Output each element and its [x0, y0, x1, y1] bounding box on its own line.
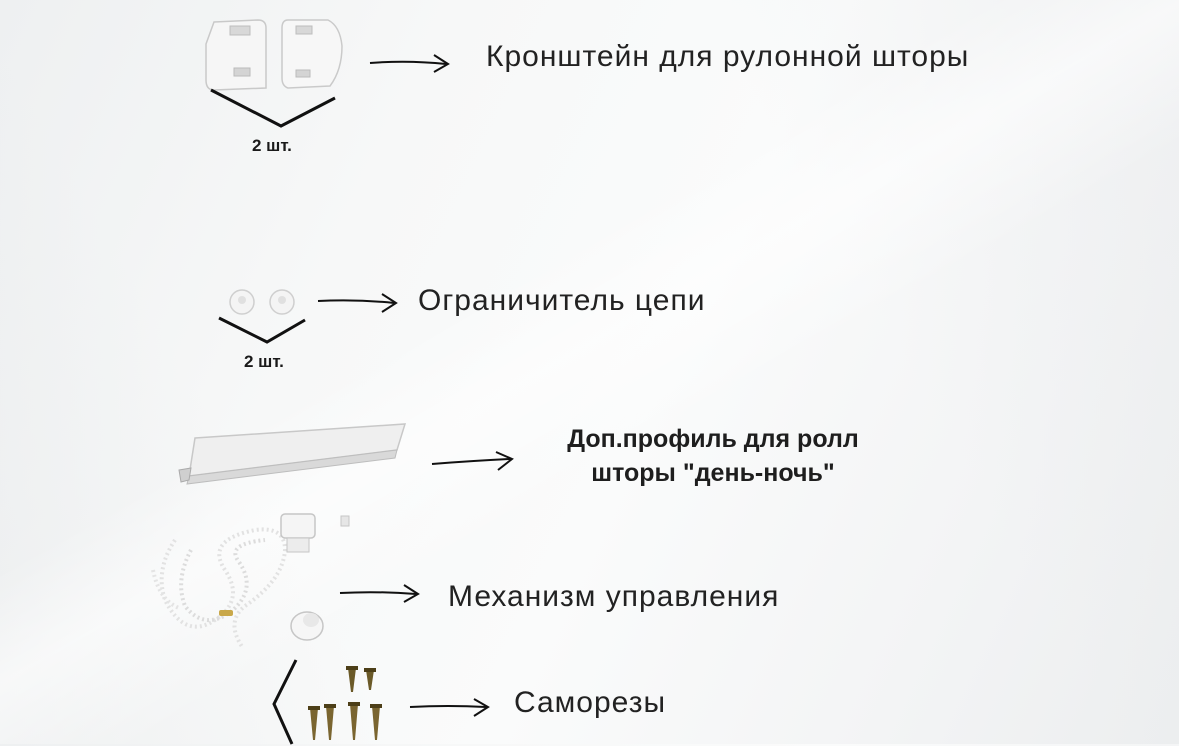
arrow-icon — [317, 293, 398, 313]
screws-label: Саморезы — [514, 686, 667, 719]
bracket-label: Кронштейн для рулонной шторы — [486, 40, 970, 73]
brace-icon — [218, 316, 306, 344]
bracket-image — [205, 19, 343, 91]
profile-label: Доп.профиль для ролл шторы "день-ночь" — [530, 422, 896, 490]
brace-icon — [210, 88, 336, 128]
chain-limiter-count: 2 шт. — [244, 352, 284, 371]
profile-label-line1: Доп.профиль для ролл — [567, 425, 859, 453]
chain-limiter-image — [229, 289, 295, 315]
profile-label-line2: шторы "день-ночь" — [591, 459, 835, 487]
arrow-icon — [369, 54, 450, 73]
bracket-count: 2 шт. — [252, 136, 292, 155]
control-mechanism-image — [151, 513, 350, 650]
brace-icon — [272, 659, 298, 745]
screws-image — [308, 666, 382, 740]
control-mechanism-label: Механизм управления — [448, 580, 780, 613]
arrow-icon — [409, 698, 490, 717]
chain-limiter-label: Ограничитель цепи — [418, 284, 706, 317]
profile-image — [178, 423, 407, 485]
arrow-icon — [339, 584, 420, 603]
arrow-icon — [431, 451, 514, 471]
